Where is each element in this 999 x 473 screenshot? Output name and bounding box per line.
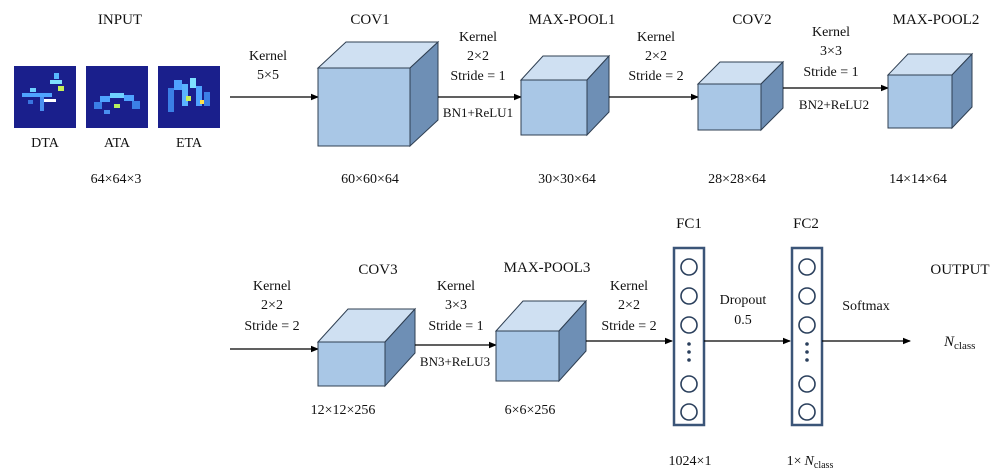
op6-kernel-size: 3×3 (445, 298, 467, 313)
fc2-title: FC2 (793, 216, 819, 232)
input-map-label-eta: ETA (176, 136, 203, 151)
op5-kernel-label: Kernel (253, 279, 291, 294)
input-heatmaps (14, 66, 220, 128)
fc2-neuron (798, 316, 816, 334)
fc2-size: 1×Nclass (787, 454, 834, 471)
maxpool3-title: MAX-POOL3 (504, 260, 591, 276)
fc2-neuron (798, 287, 816, 305)
op7-stride: Stride = 2 (601, 319, 656, 334)
maxpool2-size: 14×14×64 (889, 172, 947, 187)
fc1-layer (672, 246, 706, 427)
maxpool3-size: 6×6×256 (505, 403, 556, 418)
op2-kernel-size: 2×2 (467, 49, 489, 64)
fc1-size: 1024×1 (669, 454, 712, 469)
input-map-label-dta: DTA (31, 136, 60, 151)
fc2-layer (790, 246, 824, 427)
op6-bn-relu: BN3+ReLU3 (420, 354, 490, 369)
op3-stride: Stride = 2 (628, 69, 683, 84)
op4-bn-relu: BN2+ReLU2 (799, 97, 869, 112)
maxpool2-block (886, 52, 974, 130)
fc1-neuron (680, 316, 698, 334)
maxpool3-block (494, 299, 588, 383)
input-size: 64×64×3 (91, 172, 142, 187)
op3-kernel-label: Kernel (637, 30, 675, 45)
op2-kernel-label: Kernel (459, 30, 497, 45)
fc2-neuron (798, 403, 816, 421)
output-title: OUTPUT (930, 262, 989, 278)
dropout-label: Dropout (720, 293, 767, 308)
maxpool1-size: 30×30×64 (538, 172, 596, 187)
fc2-neuron (798, 258, 816, 276)
fc2-neuron (798, 375, 816, 393)
maxpool1-title: MAX-POOL1 (529, 12, 616, 28)
op4-kernel-size: 3×3 (820, 44, 842, 59)
op7-kernel-size: 2×2 (618, 298, 640, 313)
fc1-neuron (680, 258, 698, 276)
heatmap-ata (86, 66, 148, 128)
fc1-neuron (680, 375, 698, 393)
op5-stride: Stride = 2 (244, 319, 299, 334)
op2-stride: Stride = 1 (450, 69, 505, 84)
cov2-block (696, 60, 785, 132)
op4-kernel-label: Kernel (812, 25, 850, 40)
cov2-title: COV2 (732, 12, 771, 28)
dropout-rate: 0.5 (734, 313, 752, 328)
fc1-neuron (680, 287, 698, 305)
maxpool2-title: MAX-POOL2 (893, 12, 980, 28)
fc1-title: FC1 (676, 216, 702, 232)
cov3-title: COV3 (358, 262, 397, 278)
op3-kernel-size: 2×2 (645, 49, 667, 64)
softmax-label: Softmax (842, 299, 889, 314)
heatmap-dta (14, 66, 76, 128)
cov2-size: 28×28×64 (708, 172, 766, 187)
op1-kernel-size: 5×5 (257, 68, 279, 83)
op4-stride: Stride = 1 (803, 65, 858, 80)
cov3-size: 12×12×256 (311, 403, 376, 418)
output-n-class: Nclass (943, 334, 975, 352)
op7-kernel-label: Kernel (610, 279, 648, 294)
cov1-title: COV1 (350, 12, 389, 28)
input-map-label-ata: ATA (104, 136, 131, 151)
input-title: INPUT (98, 12, 142, 28)
maxpool1-block (519, 54, 611, 137)
op6-kernel-label: Kernel (437, 279, 475, 294)
fc1-neuron (680, 403, 698, 421)
heatmap-eta (158, 66, 220, 128)
cov1-block (316, 40, 440, 148)
cov3-block (316, 307, 417, 388)
op6-stride: Stride = 1 (428, 319, 483, 334)
op2-bn-relu: BN1+ReLU1 (443, 105, 513, 120)
cov1-size: 60×60×64 (341, 172, 399, 187)
op1-kernel-label: Kernel (249, 49, 287, 64)
op5-kernel-size: 2×2 (261, 298, 283, 313)
